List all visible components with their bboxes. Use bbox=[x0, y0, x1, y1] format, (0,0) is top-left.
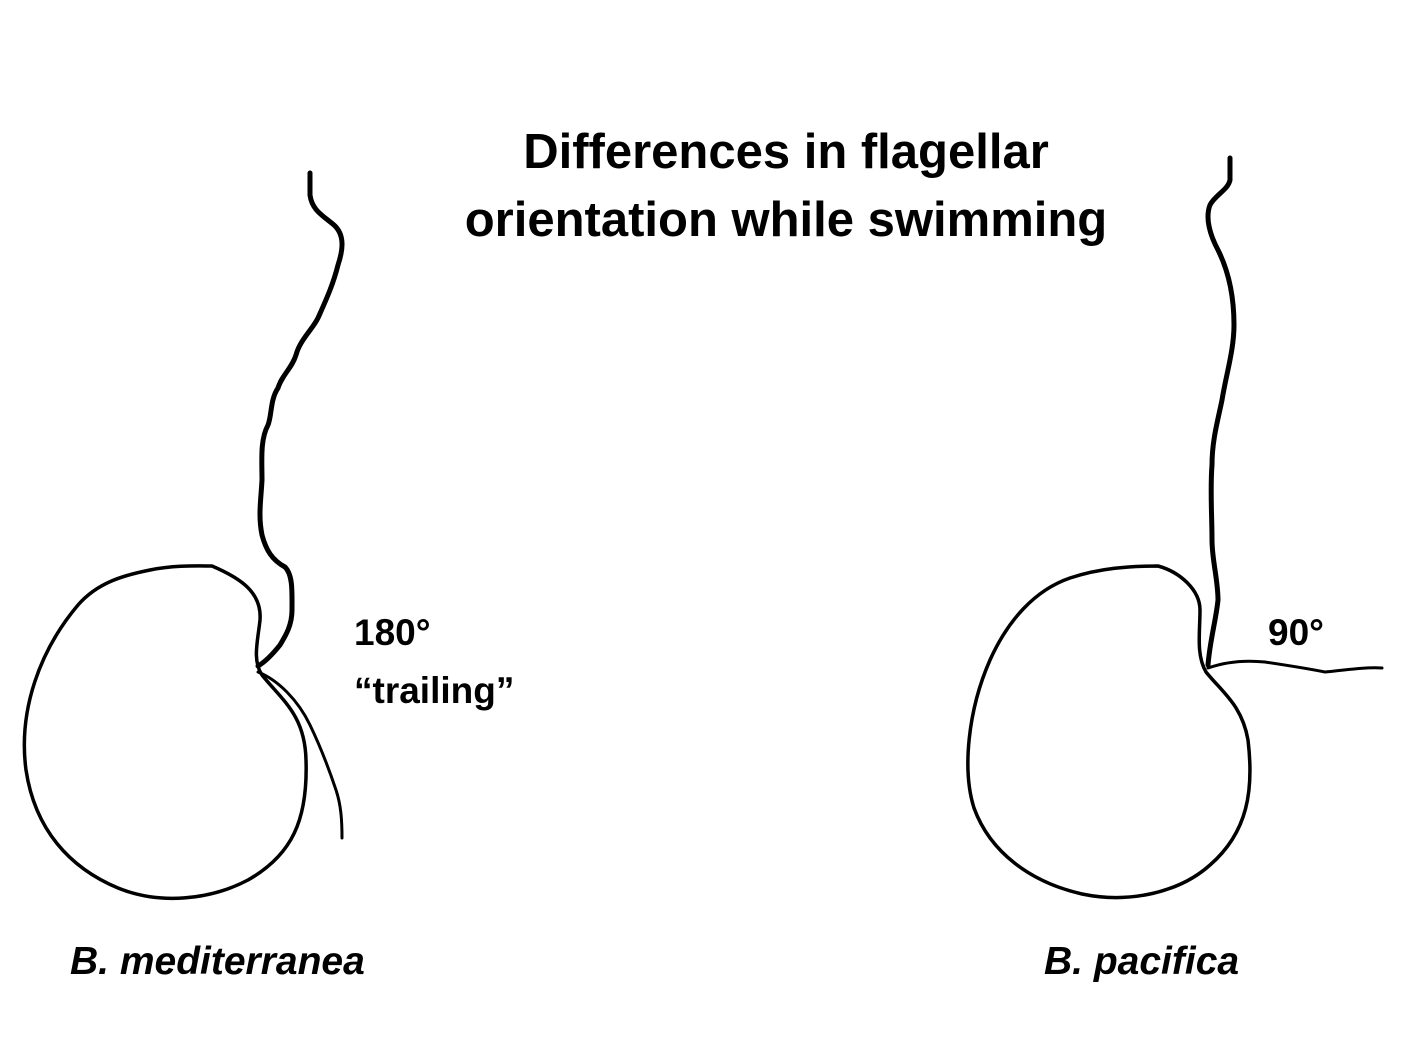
species-label-mediterranea: B. mediterranea bbox=[70, 940, 365, 983]
angle-label-mediterranea: 180° bbox=[354, 612, 431, 653]
angle-label-pacifica: 90° bbox=[1268, 612, 1324, 653]
species-label-pacifica: B. pacifica bbox=[1044, 940, 1240, 983]
title-line-2: orientation while swimming bbox=[464, 193, 1108, 247]
trailing-flagellum-mediterranea bbox=[256, 670, 344, 840]
title-line-1: Differences in flagellar bbox=[523, 125, 1049, 179]
diagram-title: Differences in flagellar orientation whi… bbox=[386, 118, 1186, 254]
cell-mediterranea bbox=[22, 170, 345, 901]
leading-flagellum-mediterranea bbox=[255, 170, 345, 669]
cell-body-mediterranea bbox=[22, 564, 308, 901]
orientation-label-mediterranea: “trailing” bbox=[354, 670, 515, 711]
leading-flagellum-pacifica bbox=[1205, 155, 1237, 668]
cell-pacifica bbox=[966, 155, 1384, 900]
cell-body-pacifica bbox=[966, 564, 1252, 900]
perpendicular-flagellum-pacifica bbox=[1206, 659, 1384, 674]
